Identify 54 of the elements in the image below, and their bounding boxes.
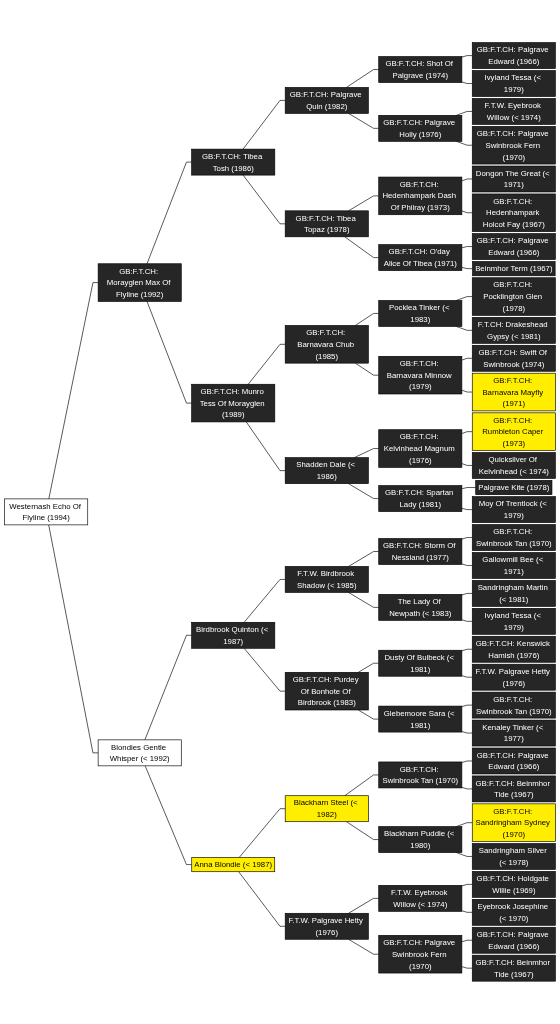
connector xyxy=(348,195,380,212)
connector xyxy=(461,537,473,540)
connector xyxy=(344,774,380,797)
connector xyxy=(146,301,192,404)
connector xyxy=(461,910,473,913)
connector xyxy=(461,966,473,969)
connector xyxy=(144,635,192,741)
connector xyxy=(344,236,380,259)
connector xyxy=(461,787,473,790)
connector xyxy=(242,174,286,225)
connector xyxy=(358,663,380,673)
connector xyxy=(461,704,473,708)
connector xyxy=(461,940,473,943)
connector xyxy=(247,344,286,385)
connector xyxy=(461,81,473,84)
connector xyxy=(461,358,473,361)
connector xyxy=(238,871,286,927)
connector xyxy=(461,563,473,566)
connector xyxy=(461,731,473,734)
connector xyxy=(355,313,380,326)
connector xyxy=(238,808,286,858)
connector xyxy=(348,939,380,955)
connector xyxy=(461,487,477,490)
connector xyxy=(461,246,473,249)
connector xyxy=(461,389,473,393)
connector xyxy=(348,483,380,499)
connector xyxy=(346,69,380,88)
connector xyxy=(461,593,473,596)
connector xyxy=(461,508,473,511)
connector xyxy=(461,267,473,270)
connector xyxy=(358,709,380,720)
connector xyxy=(461,760,473,763)
connector xyxy=(461,210,473,214)
connector xyxy=(243,648,286,692)
connector xyxy=(355,362,380,376)
connector xyxy=(461,431,473,434)
connector xyxy=(348,113,380,129)
connector xyxy=(461,55,473,58)
connector xyxy=(461,649,473,652)
connector xyxy=(461,619,473,622)
connector xyxy=(146,161,192,265)
connector xyxy=(461,884,473,887)
connector xyxy=(245,421,286,472)
connector xyxy=(346,821,380,840)
connector xyxy=(48,282,99,500)
connector xyxy=(144,765,193,865)
connector xyxy=(461,178,473,182)
connector xyxy=(461,463,473,466)
connector xyxy=(461,675,473,678)
connector xyxy=(348,551,380,567)
connector xyxy=(243,579,286,623)
connector xyxy=(348,592,380,608)
connector xyxy=(242,100,286,150)
connector xyxy=(348,898,380,914)
